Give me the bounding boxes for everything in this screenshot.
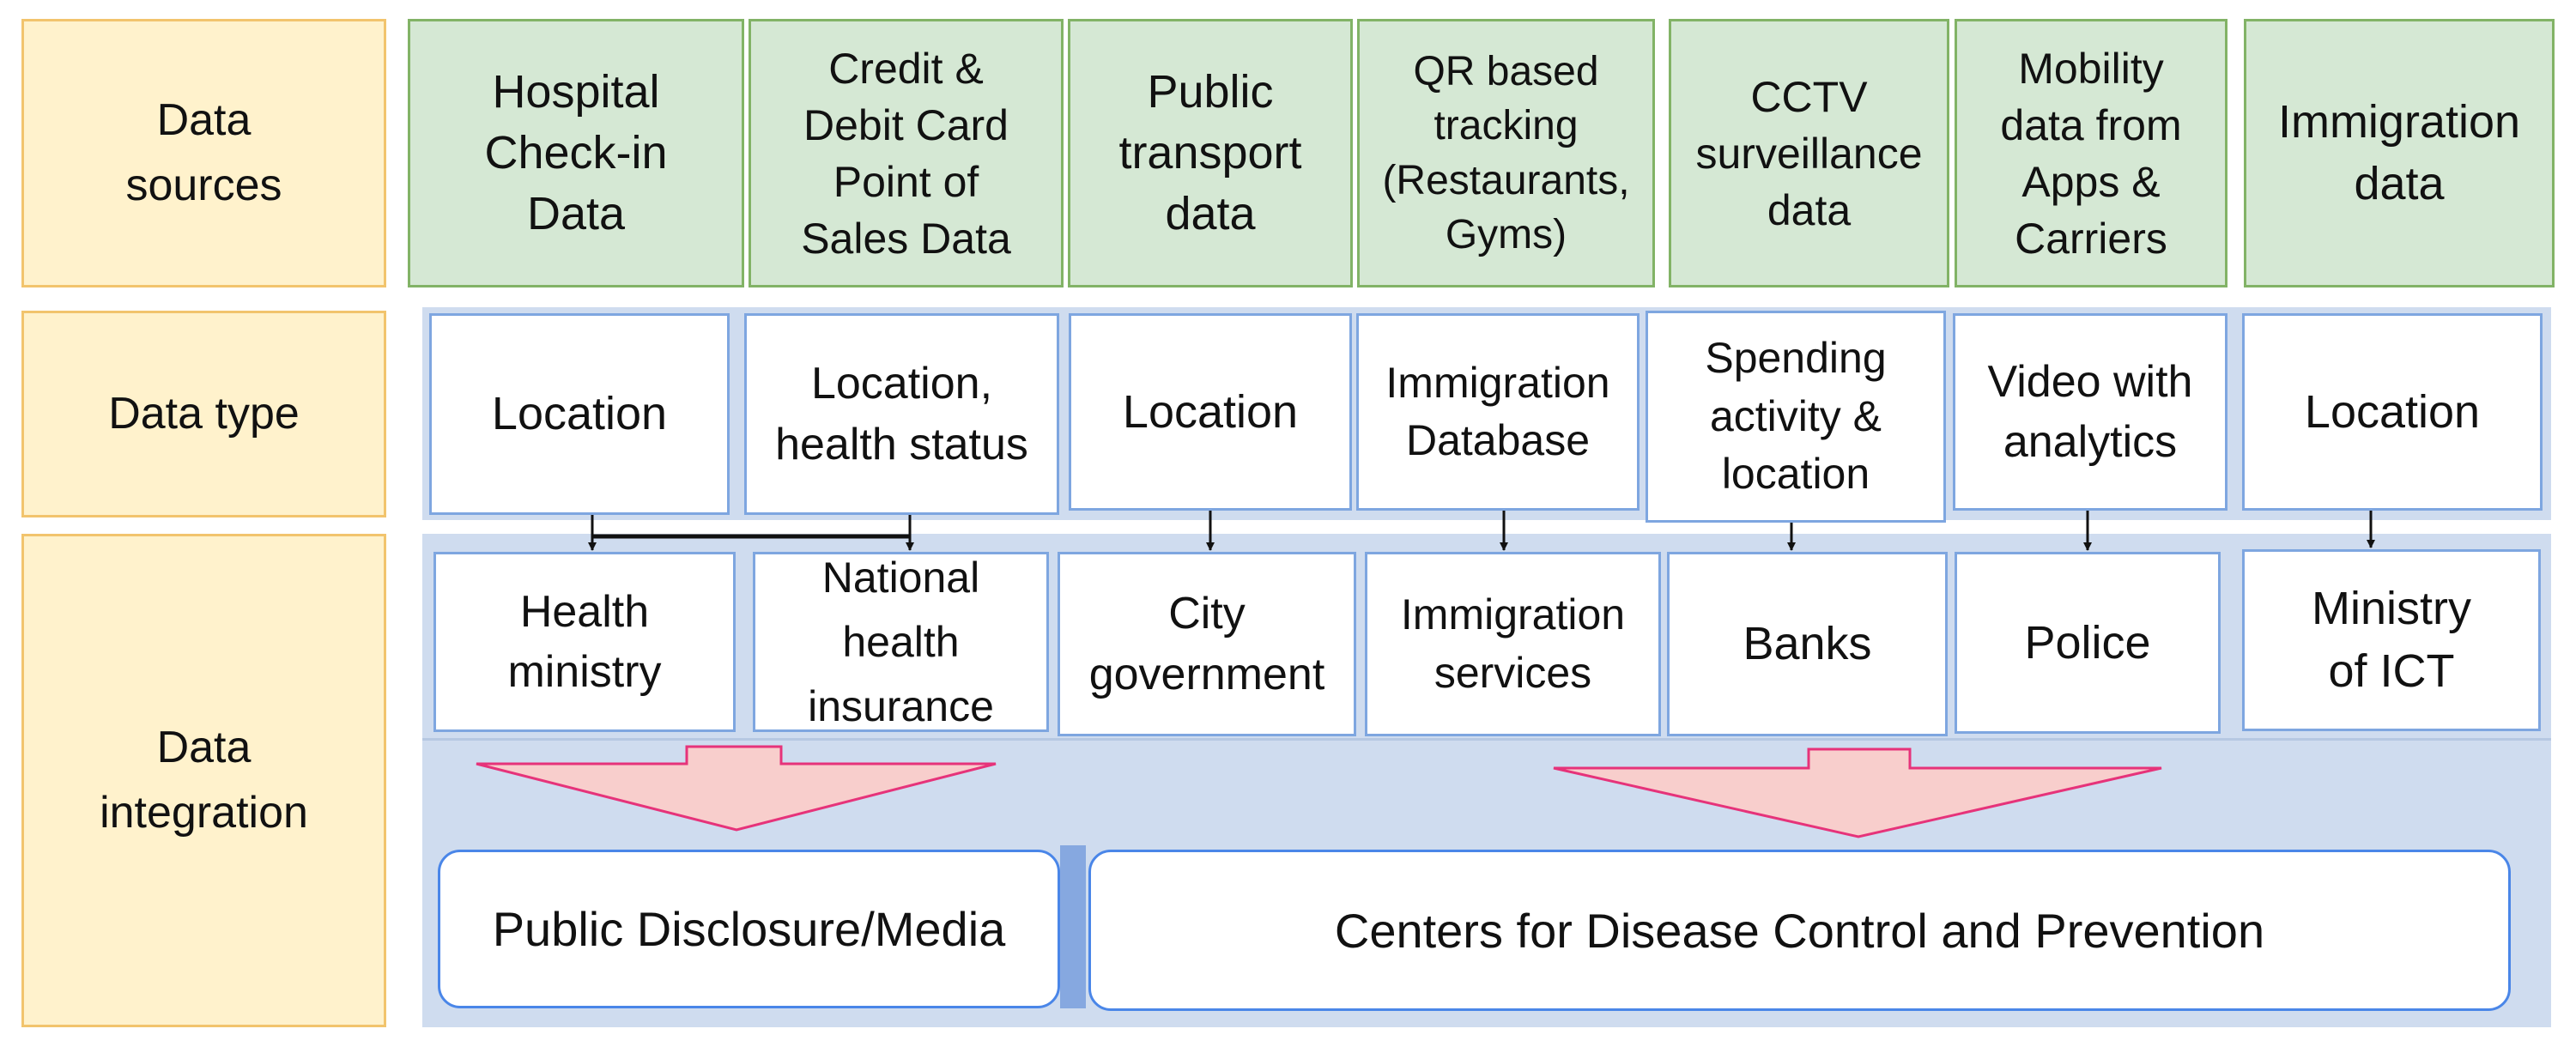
big-arrow-left — [476, 745, 997, 832]
row-label-data-integration: Data integration — [21, 534, 386, 1027]
type-spending-activity: Spending activity & location — [1646, 311, 1946, 523]
output-public-disclosure-media: Public Disclosure/Media — [438, 850, 1060, 1008]
integrator-ministry-of-ict: Ministry of ICT — [2242, 549, 2541, 731]
integrator-health-ministry: Health ministry — [433, 552, 736, 732]
type-location-1: Location — [429, 313, 730, 515]
type-location-3: Location — [2242, 313, 2543, 511]
source-cctv: CCTV surveillance data — [1669, 19, 1949, 287]
integrator-police: Police — [1955, 552, 2221, 734]
down-arrows — [588, 511, 2375, 551]
type-location-health-status: Location, health status — [744, 313, 1059, 515]
source-qr-tracking: QR based tracking (Restaurants, Gyms) — [1357, 19, 1655, 287]
row-label-data-sources: Data sources — [21, 19, 386, 287]
source-public-transport: Public transport data — [1068, 19, 1353, 287]
integrator-banks: Banks — [1667, 552, 1948, 736]
integration-band-divider — [422, 738, 2551, 741]
source-mobility: Mobility data from Apps & Carriers — [1955, 19, 2227, 287]
big-arrow-right — [1553, 747, 2162, 838]
outputs-separator — [1060, 845, 1086, 1008]
output-cdc: Centers for Disease Control and Preventi… — [1088, 850, 2511, 1011]
integrator-national-health-insurance: National health insurance — [753, 552, 1049, 732]
integrator-city-government: City government — [1058, 552, 1356, 736]
source-immigration: Immigration data — [2244, 19, 2555, 287]
type-video-analytics: Video with analytics — [1953, 313, 2227, 511]
source-card-pos: Credit & Debit Card Point of Sales Data — [749, 19, 1064, 287]
source-hospital-checkin: Hospital Check-in Data — [408, 19, 744, 287]
integrator-immigration-services: Immigration services — [1365, 552, 1661, 736]
type-location-2: Location — [1069, 313, 1352, 511]
type-immigration-database: Immigration Database — [1356, 313, 1640, 511]
row-label-data-type: Data type — [21, 311, 386, 517]
